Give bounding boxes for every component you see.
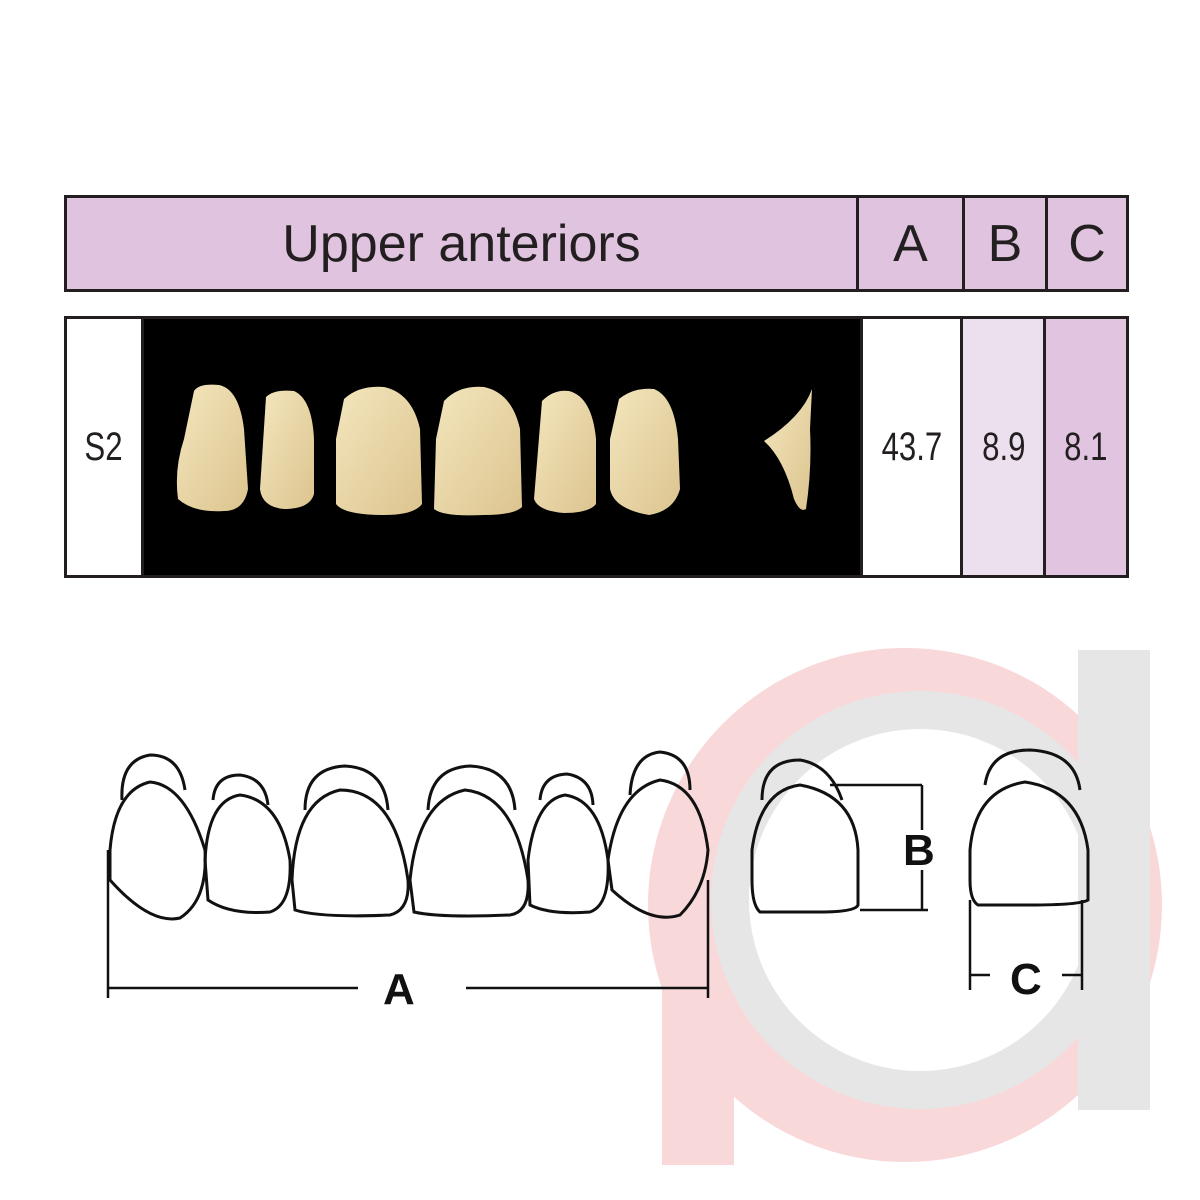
header-col-c: C xyxy=(1068,214,1106,273)
dimension-label-c: C xyxy=(1010,955,1042,1004)
header-col-a: A xyxy=(859,198,965,289)
header-col-b: B xyxy=(965,198,1048,289)
value-b: 8.9 xyxy=(981,424,1026,469)
table-header: Upper anteriors A B C xyxy=(64,195,1129,292)
value-c: 8.1 xyxy=(1064,424,1108,469)
dimension-lines xyxy=(106,783,1084,998)
mould-code: S2 xyxy=(84,424,123,469)
teeth-photo xyxy=(143,319,860,575)
dimension-label-a: A xyxy=(383,965,415,1014)
header-title: Upper anteriors xyxy=(67,198,859,289)
dimension-label-b: B xyxy=(903,826,935,875)
table-row: S2 43.7 8.9 8.1 xyxy=(64,316,1129,578)
teeth-photo-image xyxy=(176,384,812,516)
value-a: 43.7 xyxy=(881,424,942,469)
teeth-outline xyxy=(108,748,1090,921)
